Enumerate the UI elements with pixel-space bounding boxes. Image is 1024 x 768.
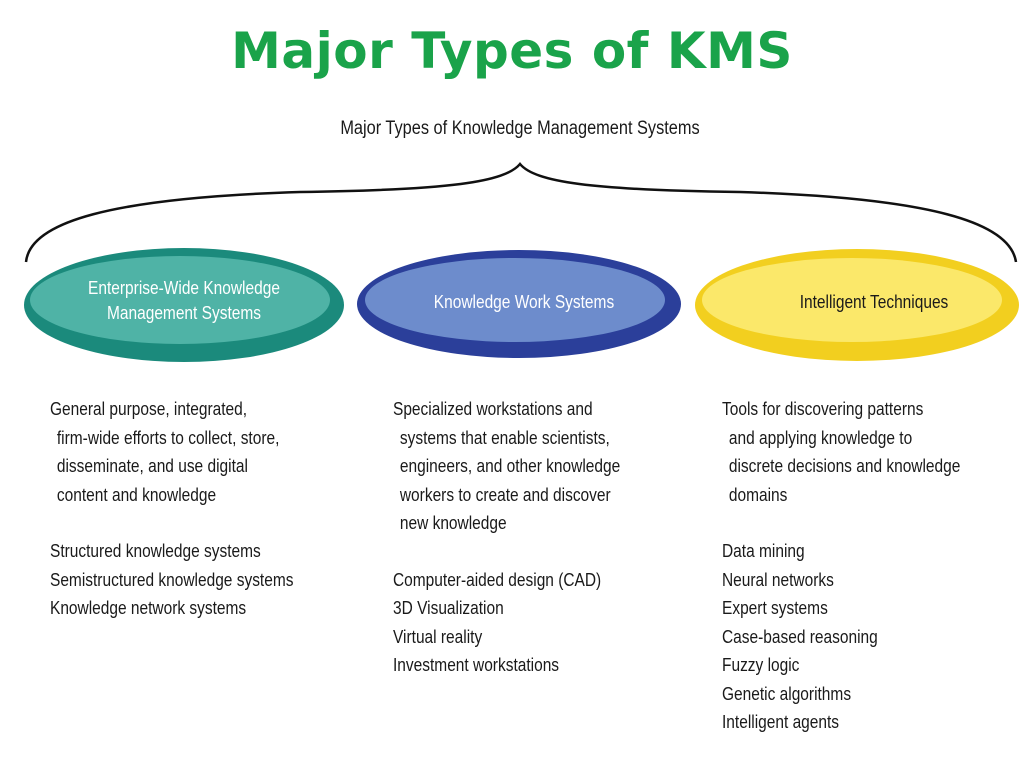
intelligent-techniques-column: Tools for discovering patterns and apply… [722,395,960,737]
list-item: Genetic algorithms [722,683,852,704]
list-item: Virtual reality [393,626,483,647]
list-item: Case-based reasoning [722,626,878,647]
list-item: Fuzzy logic [722,655,800,675]
enterprise-wide-description: General purpose, integrated, firm-wide e… [50,399,280,505]
oval-enterprise-inner [30,256,330,344]
list-item: Computer-aided design (CAD) [393,569,602,590]
oval-work-inner [365,258,665,342]
intelligent-techniques-label: Intelligent Techniques [799,292,949,312]
list-item: Semistructured knowledge systems [50,569,294,590]
knowledge-work-description: Specialized workstations and systems tha… [393,399,621,533]
list-item: Structured knowledge systems [50,541,261,561]
knowledge-work-column: Specialized workstations and systems tha… [393,395,620,680]
list-item: Investment workstations [393,655,560,675]
grouping-brace [24,162,1018,263]
list-item: Data mining [722,541,805,561]
list-item: Knowledge network systems [50,598,247,618]
oval-enterprise-wide [24,248,344,362]
list-item: Intelligent agents [722,712,840,732]
oval-intelligent-inner [702,258,1002,342]
enterprise-wide-column: General purpose, integrated, firm-wide e… [50,395,293,623]
diagram-title: Major Types of Knowledge Management Syst… [340,118,700,139]
intelligent-techniques-description: Tools for discovering patterns and apply… [722,399,961,505]
list-item: Expert systems [722,598,828,618]
list-item: Neural networks [722,569,834,590]
oval-knowledge-work [357,250,681,358]
oval-intelligent-techniques [695,249,1019,361]
list-item: 3D Visualization [393,598,504,618]
slide-title: Major Types of KMS [231,22,793,80]
enterprise-wide-label: Enterprise-Wide Knowledge Management Sys… [88,278,280,323]
knowledge-work-label: Knowledge Work Systems [433,292,615,312]
